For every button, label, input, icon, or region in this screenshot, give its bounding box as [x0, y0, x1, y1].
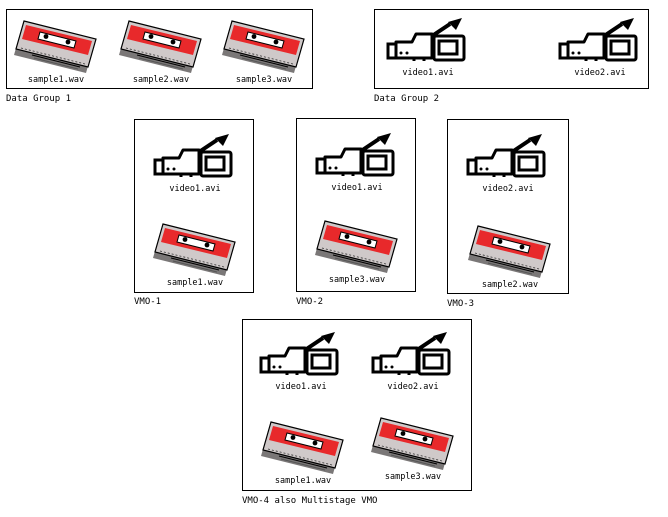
item-sample2-wav[interactable]: sample2.wav: [115, 15, 207, 85]
data-group-2-caption: Data Group 2: [374, 94, 440, 104]
vmo-4-box: video1.avi video2.avi sample1.wav sample…: [242, 319, 472, 491]
cassette-tape-icon: [221, 20, 305, 74]
item-label: sample1.wav: [166, 278, 224, 288]
item-label: sample1.wav: [274, 476, 332, 486]
item-sample1-wav[interactable]: sample1.wav: [257, 416, 349, 486]
item-label: sample3.wav: [328, 275, 386, 285]
vmo-1-caption: VMO-1: [134, 297, 162, 307]
data-group-1-box: sample1.wav sample2.wav sample3.wav: [6, 9, 313, 89]
item-label: video2.avi: [574, 68, 626, 78]
item-video1-avi[interactable]: video1.avi: [145, 130, 245, 194]
item-label: video1.avi: [169, 184, 221, 194]
cassette-tape-icon: [13, 20, 97, 74]
video-camera-icon: [153, 132, 233, 179]
cassette-tape-icon: [467, 225, 551, 279]
cassette-tape-icon: [152, 223, 236, 277]
item-label: sample3.wav: [235, 75, 293, 85]
vmo-1-box: video1.avi sample1.wav: [134, 119, 254, 293]
item-sample3-wav[interactable]: sample3.wav: [218, 15, 310, 85]
video-camera-icon: [371, 330, 451, 377]
video-camera-icon: [466, 132, 546, 179]
item-video2-avi[interactable]: video2.avi: [363, 328, 463, 392]
item-label: sample1.wav: [27, 75, 85, 85]
item-video1-avi[interactable]: video1.avi: [251, 328, 351, 392]
vmo-3-box: video2.avi sample2.wav: [447, 119, 569, 294]
cassette-tape-icon: [260, 421, 344, 475]
item-label: video1.avi: [331, 183, 383, 193]
cassette-tape-icon: [118, 20, 202, 74]
data-group-2-box: video1.avi video2.avi: [374, 9, 649, 89]
item-label: sample2.wav: [132, 75, 190, 85]
item-sample1-wav[interactable]: sample1.wav: [10, 15, 102, 85]
video-camera-icon: [386, 16, 466, 63]
cassette-tape-icon: [314, 220, 398, 274]
item-label: video2.avi: [387, 382, 439, 392]
item-label: video2.avi: [482, 184, 534, 194]
item-label: sample2.wav: [481, 280, 539, 290]
data-group-1-caption: Data Group 1: [6, 94, 72, 104]
item-video1-avi[interactable]: video1.avi: [378, 14, 478, 78]
item-label: video1.avi: [402, 68, 454, 78]
item-label: sample3.wav: [384, 472, 442, 482]
item-video2-avi[interactable]: video2.avi: [458, 130, 558, 194]
video-camera-icon: [259, 330, 339, 377]
video-camera-icon: [558, 16, 638, 63]
item-sample2-wav[interactable]: sample2.wav: [464, 220, 556, 290]
item-sample1-wav[interactable]: sample1.wav: [149, 218, 241, 288]
vmo-2-box: video1.avi sample3.wav: [296, 118, 416, 292]
item-video2-avi[interactable]: video2.avi: [550, 14, 650, 78]
item-label: video1.avi: [275, 382, 327, 392]
video-camera-icon: [315, 131, 395, 178]
item-sample3-wav[interactable]: sample3.wav: [311, 215, 403, 285]
cassette-tape-icon: [370, 417, 454, 471]
vmo-3-caption: VMO-3: [447, 299, 475, 309]
item-video1-avi[interactable]: video1.avi: [307, 129, 407, 193]
vmo-4-caption: VMO-4 also Multistage VMO: [242, 496, 378, 506]
vmo-2-caption: VMO-2: [296, 297, 324, 307]
item-sample3-wav[interactable]: sample3.wav: [367, 412, 459, 482]
